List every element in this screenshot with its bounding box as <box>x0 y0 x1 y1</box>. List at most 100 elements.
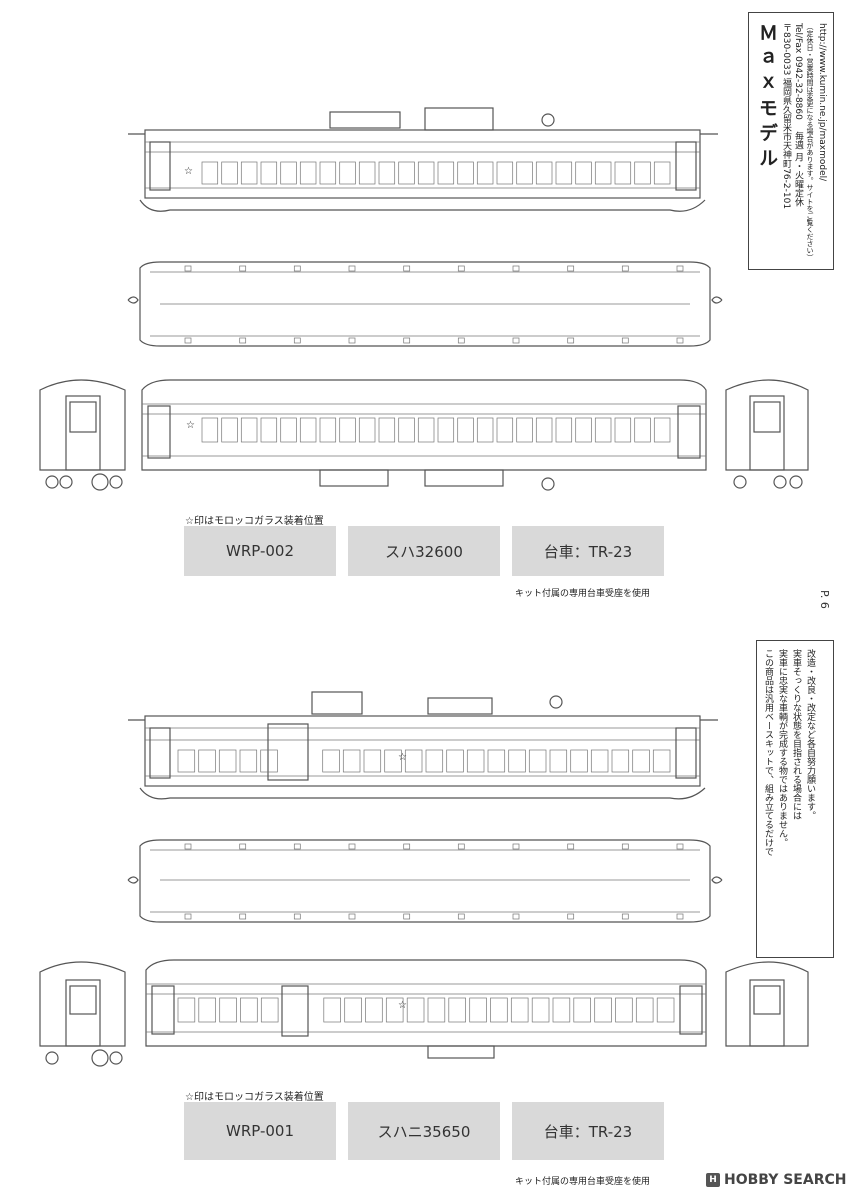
star-marker-2: ☆ <box>186 420 195 431</box>
car-window <box>510 997 529 1023</box>
car-window <box>653 417 671 443</box>
roof-vent <box>567 337 575 344</box>
disclaimer-box: この商品は汎用ベースキットで、組み立てるだけで 実車に忠実な車輌が完成する物では… <box>756 640 834 958</box>
car-window <box>634 161 651 185</box>
car-window <box>535 417 553 443</box>
label-product-code-2: WRP-001 <box>184 1102 336 1160</box>
car-window <box>198 749 216 773</box>
roof-vent <box>348 265 356 272</box>
car-window <box>573 997 591 1023</box>
car-window <box>344 997 362 1023</box>
car-window <box>516 417 533 443</box>
car-window <box>323 997 341 1023</box>
company-url[interactable]: http://www.kumin.ne.jp/maxmodel/ <box>817 23 827 182</box>
car-window <box>280 161 297 185</box>
roof-vent <box>676 843 684 850</box>
car-window <box>552 997 571 1023</box>
roof-vent <box>512 265 520 272</box>
company-tel: Tel/Fax 0942-32-8860 毎週 月・火曜定休 <box>793 23 803 207</box>
roof-vent <box>457 265 465 272</box>
car-window <box>575 161 592 185</box>
company-name: Ｍａｘモデル <box>756 23 778 173</box>
car-window <box>496 417 514 443</box>
car-window <box>570 749 588 773</box>
car-window <box>240 161 258 185</box>
roof-vent <box>348 337 356 344</box>
roof-vent <box>676 265 684 272</box>
car-window <box>531 997 550 1023</box>
car-window <box>201 417 219 443</box>
roof-vent <box>512 843 520 850</box>
roof-vent <box>239 337 247 344</box>
car-window <box>448 997 466 1023</box>
car-window <box>198 997 216 1023</box>
car-window <box>427 997 446 1023</box>
car-window <box>260 417 278 443</box>
car-window <box>239 749 258 773</box>
roof-vent <box>403 913 411 920</box>
roof-vent <box>293 337 301 344</box>
car-window <box>240 417 258 443</box>
car-window <box>260 749 278 773</box>
car-window <box>218 749 237 773</box>
roof-vent <box>293 913 301 920</box>
star-note-1: ☆印はモロッコガラス装着位置 <box>185 516 324 527</box>
label-car-type-1: スハ32600 <box>348 526 500 576</box>
label-bogie-2: 台車：TR-23 <box>512 1102 664 1160</box>
car-window <box>260 161 278 185</box>
hobby-search-watermark: H HOBBY SEARCH <box>706 1172 846 1188</box>
car-window <box>487 749 506 773</box>
car-window <box>516 161 533 185</box>
car-window <box>476 161 494 185</box>
star-marker-1: ☆ <box>184 166 193 177</box>
car-window <box>342 749 361 773</box>
page-number: P. 6 <box>818 590 831 609</box>
car-window <box>490 997 508 1023</box>
company-info-box: Ｍａｘモデル 〒830-0033 福岡県久留米市天神町76-2-101 Tel/… <box>748 12 834 270</box>
car-window <box>652 749 671 773</box>
car-window <box>404 749 423 773</box>
car-window <box>406 997 425 1023</box>
car-window <box>457 161 474 185</box>
disclaimer-line-3: 実車そっくりな状態を目指される場合には <box>791 649 801 820</box>
watermark-text: HOBBY SEARCH <box>724 1172 847 1188</box>
star-note-2: ☆印はモロッコガラス装着位置 <box>185 1092 324 1103</box>
car-window <box>177 749 196 773</box>
car-window <box>398 161 415 185</box>
car-window <box>575 417 592 443</box>
roof-vent <box>457 337 465 344</box>
car-window <box>299 417 317 443</box>
car-window <box>457 417 474 443</box>
car-window <box>437 161 455 185</box>
label-car-type-2: スハニ35650 <box>348 1102 500 1160</box>
star-marker-3: ☆ <box>398 752 407 763</box>
car-window <box>219 997 237 1023</box>
car-window <box>476 417 494 443</box>
car-window <box>425 749 444 773</box>
car-window <box>358 417 376 443</box>
car-window <box>469 997 487 1023</box>
roof-vent <box>676 337 684 344</box>
car-window <box>299 161 317 185</box>
car-window <box>398 417 415 443</box>
car-window <box>319 161 337 185</box>
company-note: （定休日・営業時間は変更になる場合があります。サイトをご覧ください） <box>806 23 814 261</box>
car-window <box>446 749 464 773</box>
car-window <box>634 417 651 443</box>
disclaimer-line-4: 改造・改良・改定など各自努力願います。 <box>805 649 815 820</box>
roof-vent <box>184 843 192 850</box>
car-window <box>528 749 547 773</box>
car-window <box>466 749 485 773</box>
car-window <box>378 161 396 185</box>
car-window <box>322 749 340 773</box>
